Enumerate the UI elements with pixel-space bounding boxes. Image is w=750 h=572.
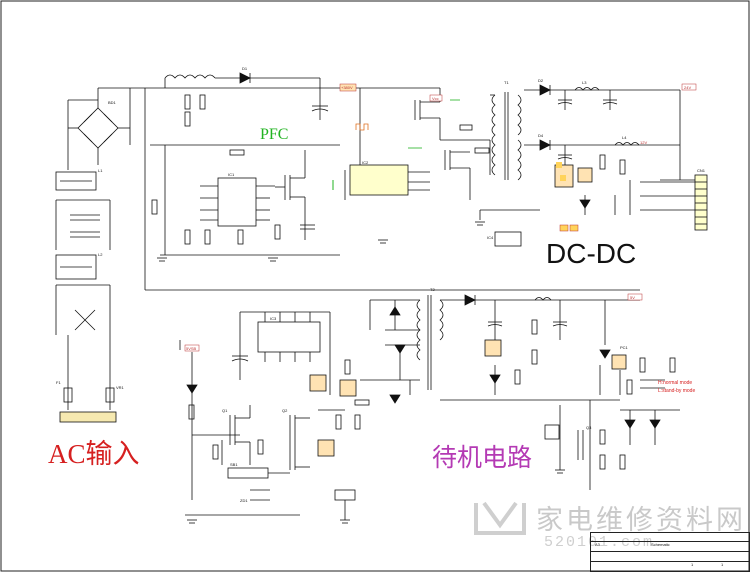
ic1-designator: IC1	[228, 172, 235, 177]
pfc-section-label: PFC	[260, 126, 289, 143]
standby-section-label: 待机电路	[432, 445, 533, 472]
l2-designator: L2	[98, 252, 103, 257]
zd1-designator: ZD1	[240, 498, 248, 503]
standby-mode-note: L:stand-by mode	[658, 388, 696, 394]
q1-designator: Q1	[222, 408, 228, 413]
rail-5v-label: 5V	[630, 295, 635, 300]
pc1-designator: PC1	[620, 345, 628, 350]
d4-designator: D4	[538, 133, 544, 138]
watermark-text: 家电维修资料网	[536, 505, 746, 535]
dc-dc-section-label: DC-DC	[546, 238, 637, 269]
pfc-rail-label: +380V	[341, 85, 353, 90]
sb1-designator: SB1	[230, 462, 238, 467]
t2-designator: T2	[430, 287, 435, 292]
title-block-of: 1	[721, 562, 724, 567]
standby-ic	[257, 321, 321, 353]
l1-designator: L1	[98, 168, 103, 173]
ic3-designator: IC3	[270, 316, 277, 321]
watermark-logo	[474, 501, 526, 535]
title-block-title: Schematic	[651, 542, 670, 547]
rail-12v-label: 12V	[640, 140, 648, 145]
standby-vcc-label: 5VSB	[186, 346, 197, 351]
watermark-url: 520101.com	[544, 534, 655, 551]
t1-designator: T1	[504, 80, 509, 85]
normal-mode-note: H:normal mode	[658, 380, 693, 386]
title-block-sheet: 1	[691, 562, 694, 567]
ac-connector	[59, 411, 117, 423]
rail-24v-label: 24V	[684, 85, 692, 90]
dcdc-controller-ic	[349, 164, 409, 196]
ic4-designator: IC4	[487, 235, 494, 240]
title-block-size: A3	[595, 542, 600, 547]
output-connector	[694, 174, 708, 231]
l3-designator: L3	[582, 80, 587, 85]
cn1-designator: CN1	[697, 168, 706, 173]
bd1-designator: BD1	[108, 100, 116, 105]
ac-input-section-label: AC输入	[48, 439, 140, 469]
d1-designator: D1	[242, 66, 248, 71]
ic2-designator: IC2	[362, 160, 369, 165]
rail-vcc-label: Vcc	[432, 96, 439, 101]
l4-designator: L4	[622, 135, 627, 140]
q2-designator: Q2	[282, 408, 288, 413]
d2-designator: D2	[538, 78, 544, 83]
pfc-ic	[217, 177, 257, 227]
q3-designator: Q3	[586, 425, 592, 430]
f1-designator: F1	[56, 380, 61, 385]
title-block: A3 Schematic 1 1	[590, 532, 750, 572]
vr1-designator: VR1	[116, 385, 124, 390]
bridge-rectifier	[77, 107, 119, 149]
